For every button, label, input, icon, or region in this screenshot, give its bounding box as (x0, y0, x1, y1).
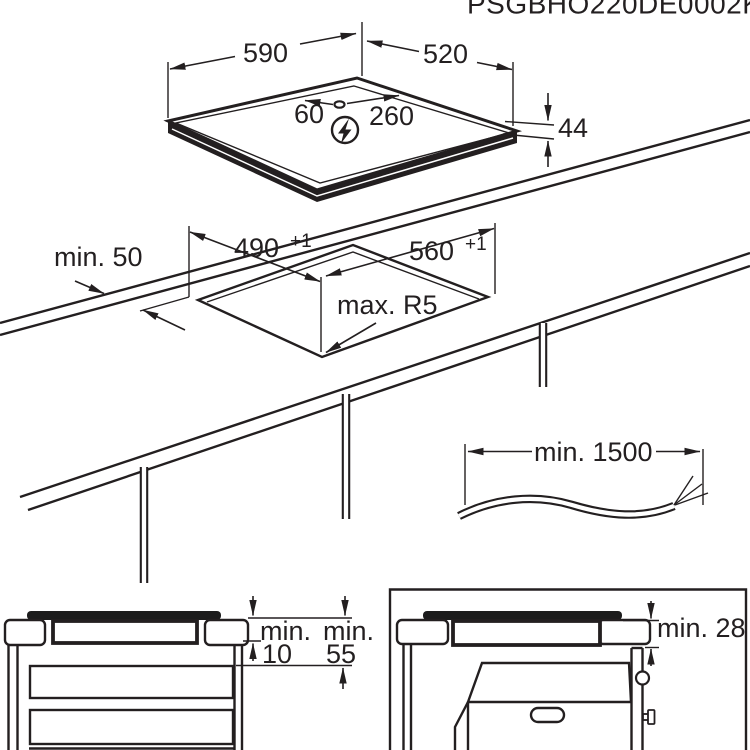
hob-height-label: 44 (558, 113, 588, 143)
oven-side-panel (453, 701, 470, 750)
dim-cable-position: 60 260 (294, 94, 414, 131)
worktop-section-right (596, 618, 652, 646)
mains-cable-inner (458, 496, 675, 518)
cutout-depth-label: 490 (234, 233, 279, 263)
oven-clearance-label: min. 28 (657, 613, 746, 643)
cable-offset-left-label: 60 (294, 99, 324, 129)
dim-rear-clearance-min50: min. 50 (54, 242, 190, 331)
cutout-depth-tolerance: +1 (290, 231, 312, 252)
worktop-rear-edge (0, 118, 750, 325)
cutout-width-tolerance: +1 (465, 234, 487, 255)
gap-min-label: min. (260, 616, 311, 646)
dim-cutout-depth-490: 490 +1 (188, 226, 322, 352)
drawer-cabinet-view (3, 611, 250, 750)
hob-glass-section (27, 611, 221, 620)
oven-knob-icon (647, 709, 656, 725)
dim-hob-height-44: 44 (502, 93, 588, 167)
worktop-view (0, 118, 750, 583)
cable-gland-hole (333, 100, 346, 109)
worktop-section-right (203, 618, 250, 647)
hob-edge-band (168, 121, 517, 202)
wire-ends (673, 475, 709, 506)
recess-min-label: min. (323, 616, 374, 646)
drawer-front (28, 708, 235, 746)
hob-glass-section (423, 611, 622, 620)
cutout-width-label: 560 (409, 236, 454, 266)
lightning-bolt-icon (338, 118, 352, 144)
corner-radius-label: max. R5 (337, 290, 438, 320)
mains-cable-view: min. 1500 (457, 437, 709, 520)
hob-depth-label: 520 (423, 39, 468, 69)
hob-body-section (51, 619, 199, 645)
dim-cutout-width-560: 560 +1 (325, 223, 496, 294)
oven-top (466, 661, 633, 704)
dim-corner-radius: max. R5 (325, 290, 438, 354)
oven-handle-icon (529, 706, 566, 724)
gap-value-label: 10 (262, 639, 292, 669)
product-code: PSGBHO220DE0002K (467, 0, 750, 20)
drawer-front (28, 664, 235, 700)
hob-body-section (451, 619, 602, 647)
cable-offset-right-label: 260 (369, 101, 414, 131)
worktop-front-edge-lower (27, 264, 750, 512)
dim-hob-width-590: 590 (167, 22, 363, 118)
hob-top-face-inner (173, 85, 512, 184)
recess-value-label: 55 (326, 639, 356, 669)
dim-oven-clearance-min28: min. 28 (623, 601, 746, 666)
view-frame (388, 588, 748, 750)
cable-length-label: min. 1500 (534, 437, 653, 467)
oven-knob-icon (634, 670, 651, 686)
dim-hob-depth-520: 520 (366, 39, 514, 126)
worktop-front-edge (19, 251, 750, 499)
dim-drawer-clearances: min. 10 min. 55 (236, 596, 374, 689)
hob-top-face (163, 76, 523, 192)
hob-width-label: 590 (243, 38, 288, 68)
worktop-section-left (3, 618, 47, 647)
hob-isometric-view (163, 76, 523, 202)
hob-edge-highlight (171, 128, 514, 197)
oven-cabinet-view (388, 588, 748, 750)
oven (453, 646, 656, 750)
rear-clearance-label: min. 50 (54, 242, 143, 272)
worktop-section-left (395, 618, 450, 646)
